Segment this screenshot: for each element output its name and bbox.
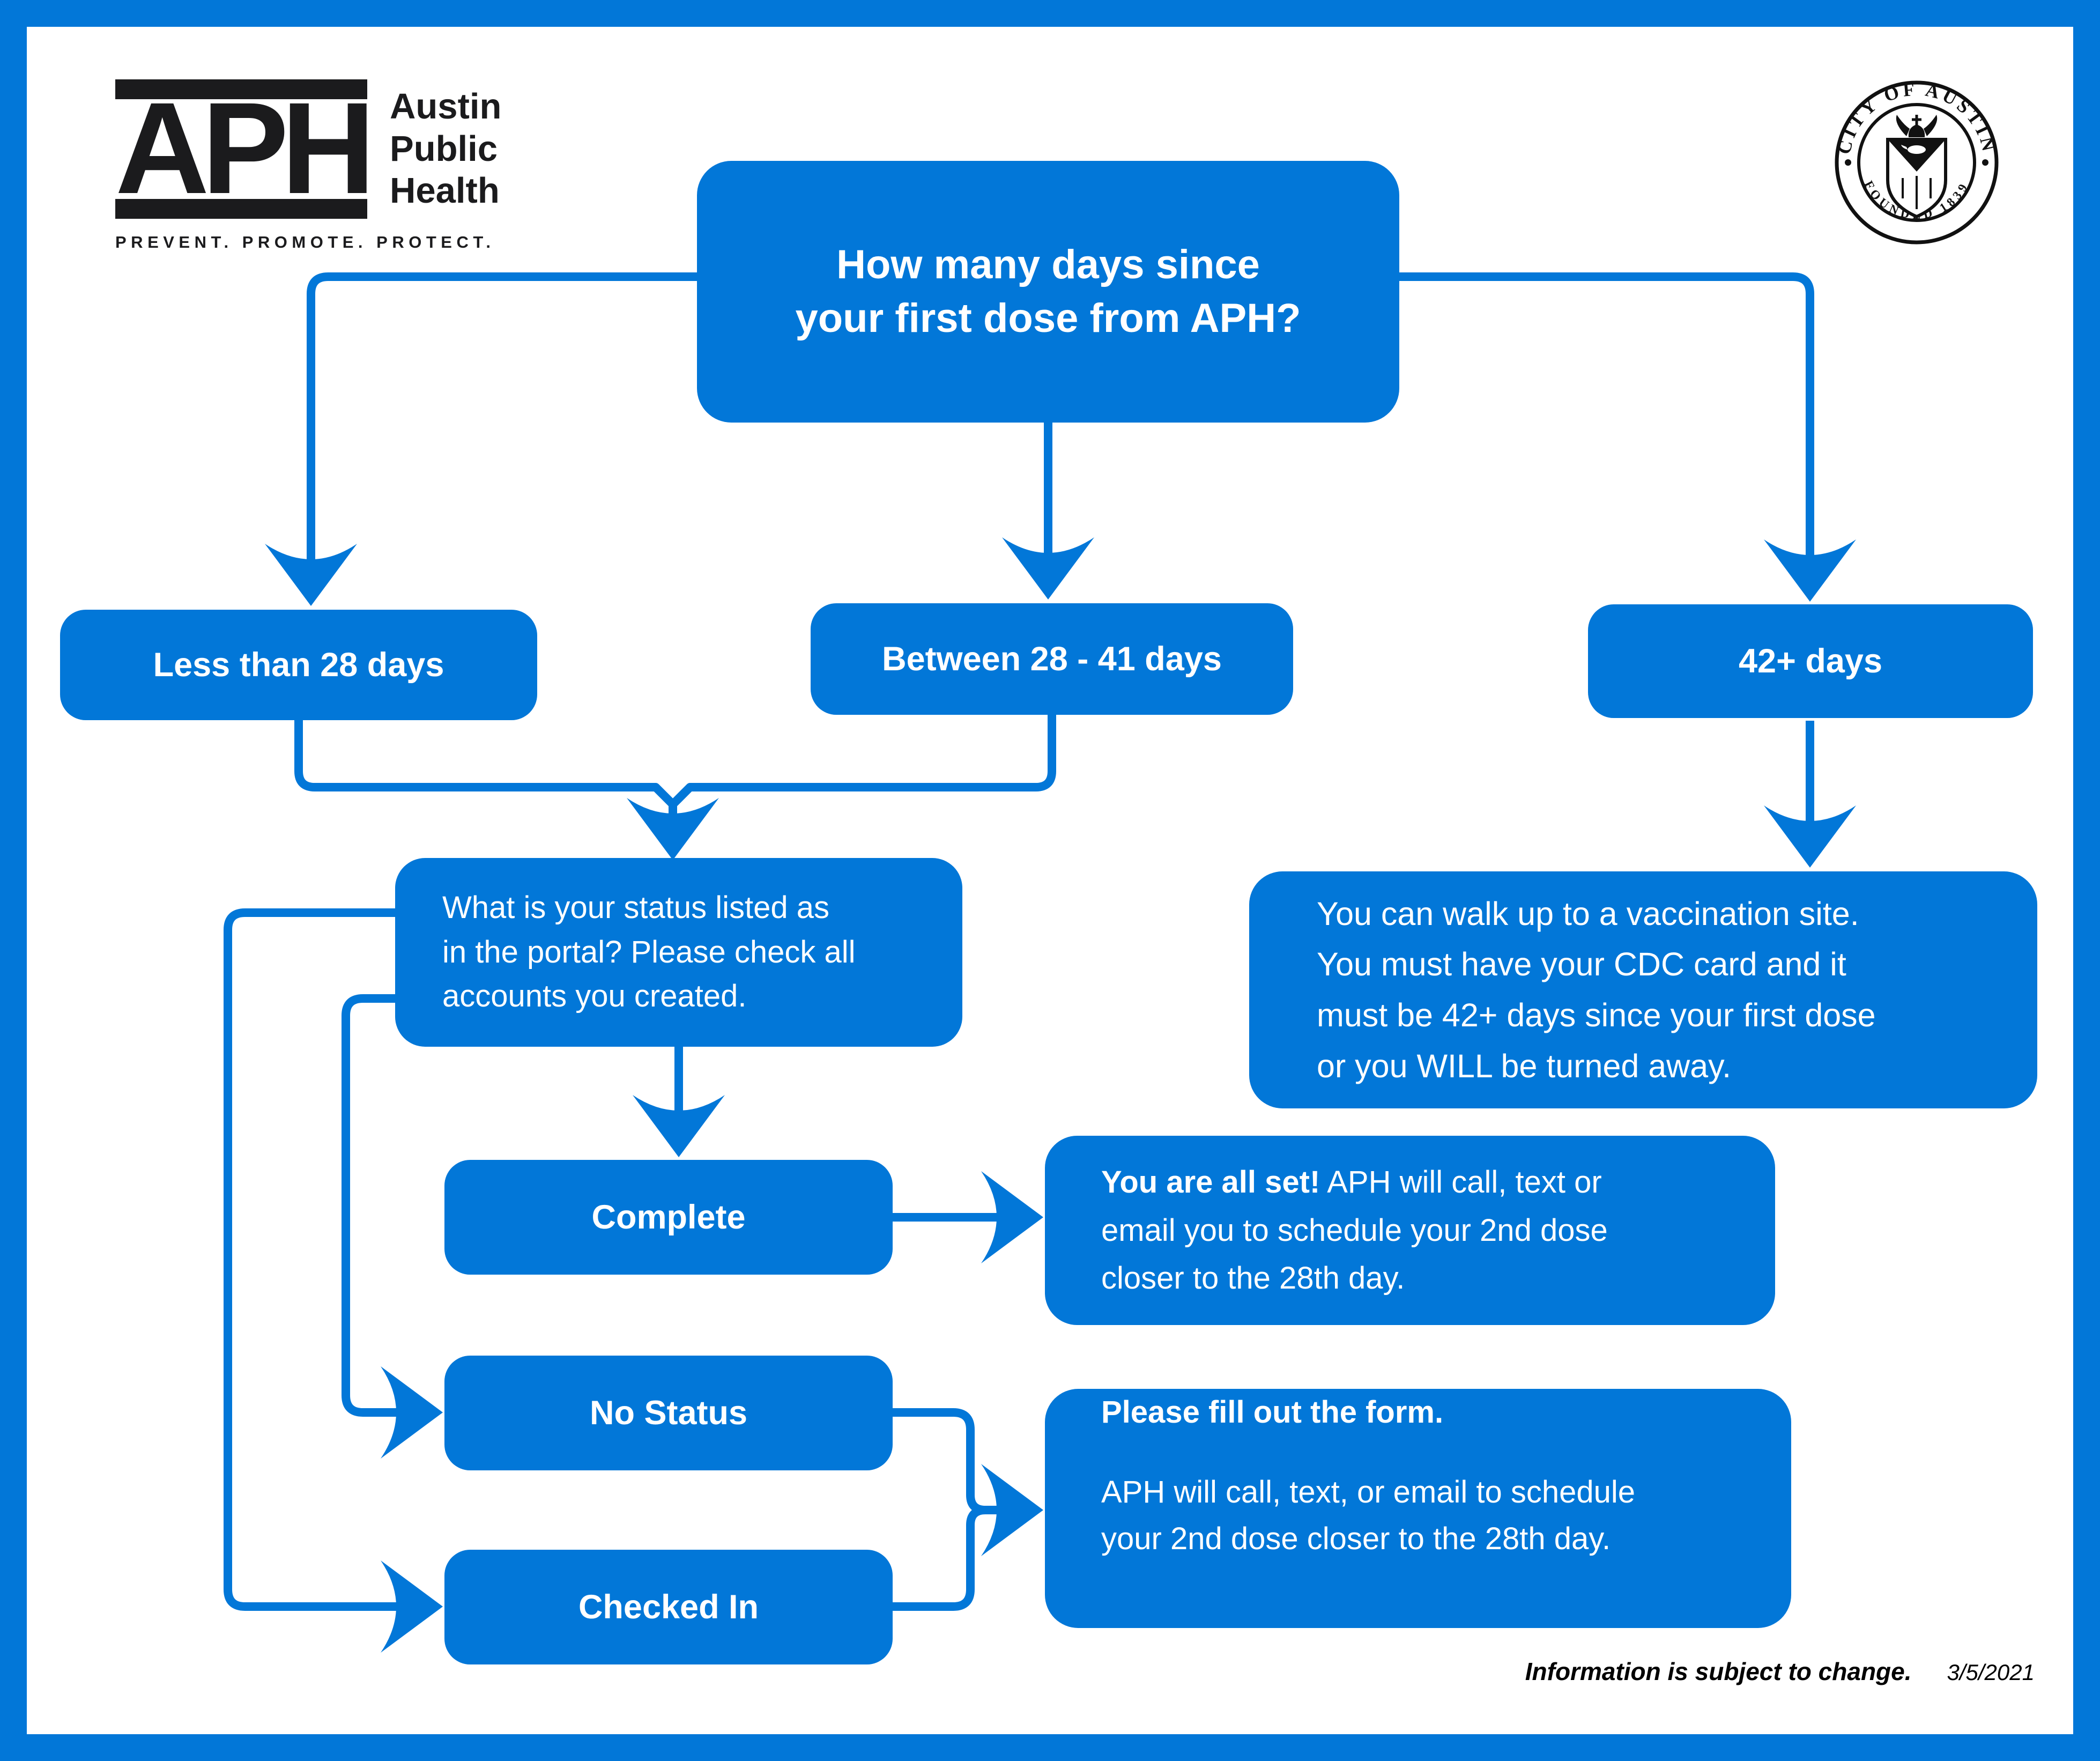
status-no-status-box: No Status (444, 1356, 893, 1470)
branch-42-plus-box: 42+ days (1588, 604, 2033, 718)
arrowheads (265, 537, 1856, 1653)
logo-tagline: PREVENT. PROMOTE. PROTECT. (115, 233, 495, 252)
status-checked-in-box: Checked In (444, 1550, 893, 1664)
logo-name: Austin Public Health (390, 86, 502, 211)
aph-logo: APH Austin Public Health PREVENT. PROMOT… (115, 79, 501, 252)
status-question-box: What is your status listed as in the por… (395, 858, 962, 1047)
branch-less-than-28-label: Less than 28 days (153, 646, 444, 684)
all-set-lead: You are all set! (1101, 1164, 1320, 1200)
footer-note: Information is subject to change. (1525, 1658, 1912, 1685)
branch-28-to-41-box: Between 28 - 41 days (811, 603, 1293, 715)
status-complete-label: Complete (591, 1198, 746, 1236)
fill-form-body: APH will call, text, or email to schedul… (1101, 1475, 1636, 1556)
status-complete-box: Complete (444, 1160, 893, 1275)
seal-crest (1886, 115, 1947, 219)
footer: Information is subject to change. 3/5/20… (1525, 1657, 2035, 1686)
logo-acronym: APH (115, 76, 375, 221)
root-question-box: How many days since your first dose from… (697, 161, 1399, 423)
city-of-austin-seal: CITY OF AUSTIN FOUNDED 1839 (1834, 79, 1999, 245)
status-checked-in-label: Checked In (578, 1588, 759, 1626)
fill-form-lead: Please fill out the form. (1101, 1395, 1444, 1430)
all-set-result-box: You are all set! APH will call, text or … (1045, 1136, 1775, 1325)
logo-bottom-bar (115, 199, 367, 219)
branch-42-plus-label: 42+ days (1739, 642, 1882, 680)
walkup-info-box: You can walk up to a vaccination site. Y… (1249, 871, 2037, 1108)
branch-less-than-28-box: Less than 28 days (60, 610, 537, 720)
aph-logo-mark: APH (115, 76, 375, 221)
walkup-info-text: You can walk up to a vaccination site. Y… (1317, 895, 1876, 1084)
footer-date: 3/5/2021 (1947, 1660, 2035, 1685)
fill-form-result-box: Please fill out the form. APH will call,… (1045, 1389, 1791, 1628)
logo-top-bar (115, 79, 367, 99)
root-question-text: How many days since your first dose from… (795, 241, 1301, 341)
all-set-body: APH will call, text or email you to sche… (1101, 1164, 1608, 1296)
all-set-result-text: You are all set! APH will call, text or … (1101, 1158, 1608, 1303)
status-no-status-label: No Status (589, 1394, 748, 1432)
branch-28-to-41-label: Between 28 - 41 days (882, 640, 1222, 678)
status-question-text: What is your status listed as in the por… (442, 890, 856, 1014)
